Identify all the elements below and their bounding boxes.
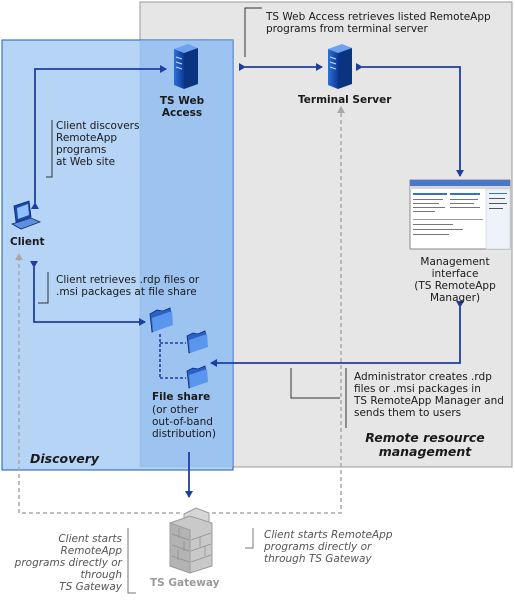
- management-interface-screenshot: [409, 179, 511, 250]
- callout-client-retrieves: [38, 272, 49, 304]
- arrow-management-fileshare: [210, 301, 464, 367]
- callout-client-discovers: [46, 120, 53, 178]
- remote-resource-region-label: Remote resource management: [365, 430, 485, 459]
- annotation-client-discovers: Client discovers RemoteApp programs at W…: [56, 120, 140, 168]
- client-label: Client: [10, 236, 45, 248]
- arrow-terminal-management: [356, 63, 464, 177]
- arrow-gateway-terminal: [212, 106, 345, 514]
- ts-gateway-label: TS Gateway: [150, 577, 220, 589]
- arrow-client-webaccess: [31, 65, 167, 209]
- annotation-client-starts-right: Client starts RemoteApp programs directl…: [264, 529, 393, 565]
- terminal-server-icon: [328, 44, 352, 89]
- file-share-label: File share: [152, 391, 211, 403]
- ts-gateway-firewall-icon: [169, 507, 213, 574]
- fileshare-branch-lines: [159, 334, 186, 379]
- arrow-client-fileshare: [30, 261, 146, 326]
- callout-webaccess: [244, 7, 262, 57]
- discovery-region-label: Discovery: [30, 451, 100, 466]
- terminal-server-label: Terminal Server: [298, 94, 392, 106]
- file-share-sublabel: (or other out-of-band distribution): [152, 404, 216, 440]
- annotation-client-starts-left: Client starts RemoteApp programs directl…: [14, 533, 122, 593]
- ts-web-access-label: TS Web Access: [159, 95, 205, 119]
- file-share-folder-icon-3: [186, 365, 208, 389]
- annotation-admin-creates: Administrator creates .rdp files or .msi…: [354, 371, 504, 419]
- callout-gateway-left: [127, 528, 136, 594]
- annotation-client-retrieves: Client retrieves .rdp files or .msi pack…: [56, 274, 200, 298]
- ts-web-access-server-icon: [174, 44, 198, 89]
- annotation-web-access-retrieves: TS Web Access retrieves listed RemoteApp…: [266, 11, 491, 35]
- callout-admin: [290, 368, 347, 428]
- arrow-gateway-client: [15, 253, 180, 514]
- file-share-folder-icon-2: [186, 330, 208, 354]
- callout-gateway-right: [245, 528, 254, 549]
- file-share-folder-icon: [149, 307, 173, 333]
- client-laptop-icon: [10, 200, 42, 230]
- management-interface-label: Management interface (TS RemoteApp Manag…: [414, 256, 496, 304]
